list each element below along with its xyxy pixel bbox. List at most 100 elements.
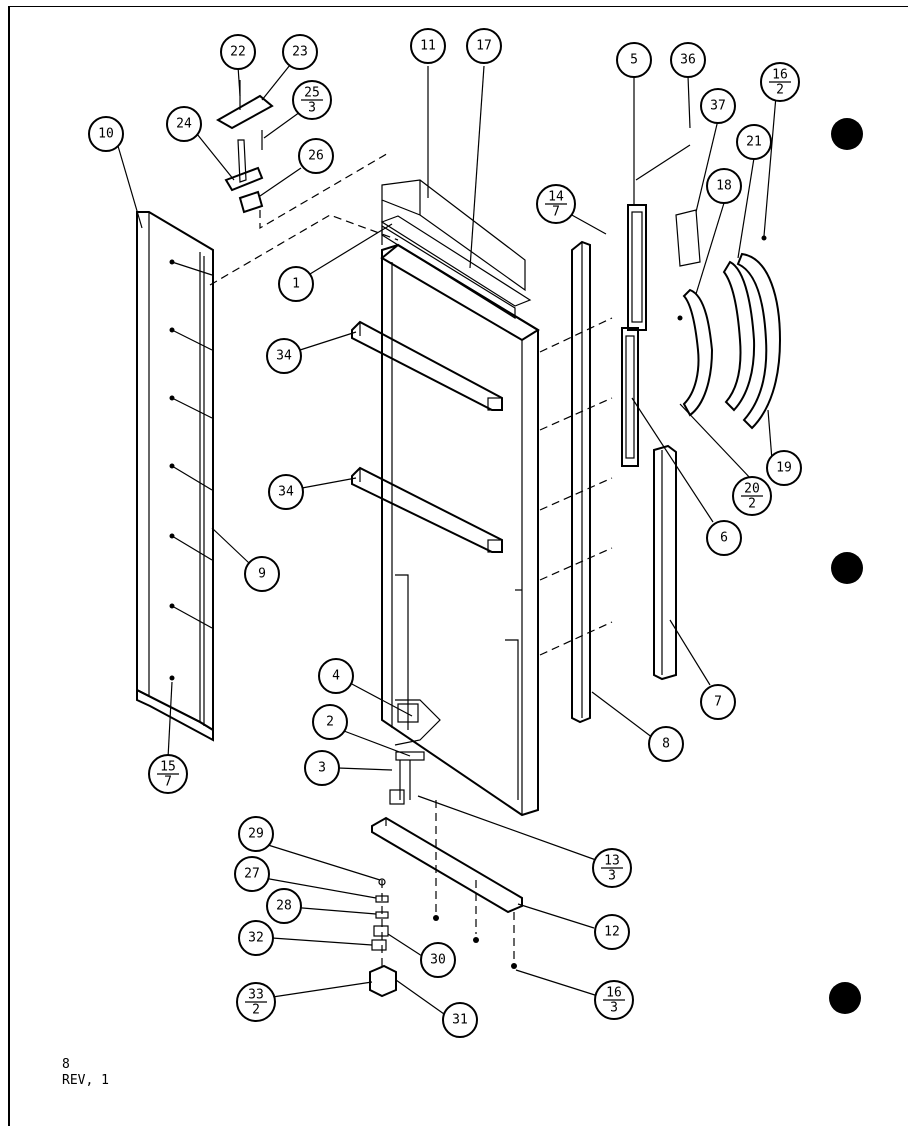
callout-number: 17 [476, 39, 492, 54]
callout-number: 5 [630, 53, 638, 68]
callout-c26a: 26 [298, 138, 334, 174]
callout-c9: 9 [244, 556, 280, 592]
callout-number: 6 [720, 531, 728, 546]
callout-number: 7 [714, 695, 722, 710]
callout-c27: 27 [234, 856, 270, 892]
callout-quantity: 2 [748, 497, 756, 512]
callout-c10: 10 [88, 116, 124, 152]
page-footer: 8 REV, 1 [62, 1057, 109, 1089]
callout-number: 18 [716, 179, 732, 194]
callout-number: 37 [710, 99, 726, 114]
callout-quantity: 3 [308, 101, 316, 116]
callout-number: 30 [430, 953, 446, 968]
callout-c17: 17 [466, 28, 502, 64]
callout-quantity: 3 [610, 1001, 618, 1016]
revision-label: REV, 1 [62, 1073, 109, 1088]
callout-c1: 1 [278, 266, 314, 302]
callout-quantity: 7 [552, 205, 560, 220]
callout-number: 25 [304, 86, 320, 101]
callout-c34b: 34 [268, 474, 304, 510]
callout-number: 16 [772, 68, 788, 83]
callout-c8: 8 [648, 726, 684, 762]
callout-c5: 5 [616, 42, 652, 78]
callout-c34a: 34 [266, 338, 302, 374]
callout-c13: 133 [592, 848, 632, 888]
callout-c2: 2 [312, 704, 348, 740]
part-gasket-strip [539, 240, 613, 724]
callout-c23: 23 [282, 34, 318, 70]
callout-number: 21 [746, 135, 762, 150]
page-number: 8 [62, 1057, 70, 1072]
callout-number: 3 [318, 761, 326, 776]
callout-c36: 36 [670, 42, 706, 78]
callout-quantity: 3 [608, 869, 616, 884]
callout-number: 19 [776, 461, 792, 476]
callout-c18: 18 [706, 168, 742, 204]
callout-c31: 31 [442, 1002, 478, 1038]
callout-c32: 32 [238, 920, 274, 956]
callout-number: 24 [176, 117, 192, 132]
callout-quantity: 2 [776, 83, 784, 98]
callout-c22: 22 [220, 34, 256, 70]
callout-number: 12 [604, 925, 620, 940]
callout-c11: 11 [410, 28, 446, 64]
part-top-hinge [209, 80, 399, 286]
callout-number: 13 [604, 854, 620, 869]
callout-number: 36 [680, 53, 696, 68]
callout-c25: 253 [292, 80, 332, 120]
callout-c16b: 162 [760, 62, 800, 102]
part-door-handle [675, 209, 782, 430]
callout-c4: 4 [318, 658, 354, 694]
callout-number: 26 [308, 149, 324, 164]
callout-number: 1 [292, 277, 300, 292]
callout-number: 34 [278, 485, 294, 500]
callout-c19: 19 [766, 450, 802, 486]
callout-quantity: 7 [164, 775, 172, 790]
callout-c3: 3 [304, 750, 340, 786]
callout-leader-lines [117, 64, 777, 1015]
callout-c28: 28 [266, 888, 302, 924]
callout-number: 27 [244, 867, 260, 882]
part-trim-strip-upper [621, 204, 647, 467]
callout-c33: 332 [236, 982, 276, 1022]
callout-number: 33 [248, 988, 264, 1003]
callout-c12: 12 [594, 914, 630, 950]
callout-number: 16 [606, 986, 622, 1001]
callout-c7: 7 [700, 684, 736, 720]
callout-quantity: 2 [252, 1003, 260, 1018]
binder-hole-middle [831, 552, 863, 584]
callout-number: 20 [744, 482, 760, 497]
callout-c15: 157 [148, 754, 188, 794]
callout-number: 28 [276, 899, 292, 914]
binder-hole-top [831, 118, 863, 150]
callout-number: 11 [420, 39, 436, 54]
callout-c6: 6 [706, 520, 742, 556]
part-side-trim-panel [136, 211, 214, 742]
part-door-panel [351, 179, 540, 817]
callout-number: 29 [248, 827, 264, 842]
callout-c30: 30 [420, 942, 456, 978]
callout-number: 34 [276, 349, 292, 364]
callout-c21: 21 [736, 124, 772, 160]
callout-number: 14 [548, 190, 564, 205]
callout-c29: 29 [238, 816, 274, 852]
callout-number: 2 [326, 715, 334, 730]
callout-number: 9 [258, 567, 266, 582]
callout-number: 31 [452, 1013, 468, 1028]
part-trim-strip-lower [653, 444, 677, 681]
callout-c16a: 163 [594, 980, 634, 1020]
callout-number: 23 [292, 45, 308, 60]
callout-number: 32 [248, 931, 264, 946]
callout-c20: 202 [732, 476, 772, 516]
callout-c24: 24 [166, 106, 202, 142]
callout-number: 22 [230, 45, 246, 60]
part-bottom-hinge [369, 800, 523, 998]
callout-number: 10 [98, 127, 114, 142]
callout-c14: 147 [536, 184, 576, 224]
callout-c37: 37 [700, 88, 736, 124]
binder-hole-bottom [829, 982, 861, 1014]
callout-number: 8 [662, 737, 670, 752]
callout-number: 4 [332, 669, 340, 684]
